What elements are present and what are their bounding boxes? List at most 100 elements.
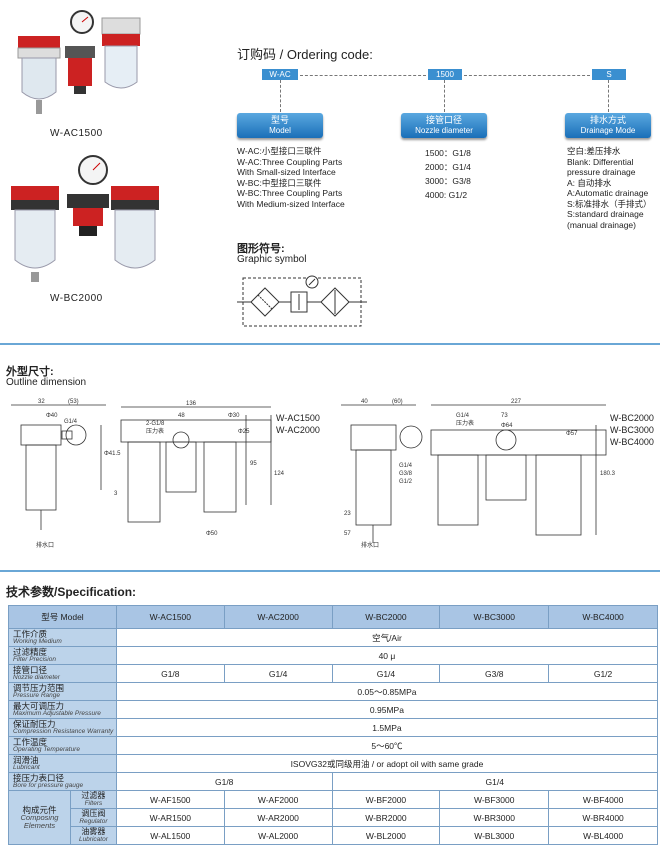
table-cell: W-BF2000 <box>331 790 441 809</box>
table-cell: G1/8 <box>115 664 225 683</box>
table-cell: W-BL4000 <box>548 826 658 845</box>
dim-label: 227 <box>511 399 522 405</box>
sub-label-en: Filters <box>84 799 103 807</box>
table-cell: 0.95MPa <box>115 700 659 719</box>
product-label-ac1500: W-AC1500 <box>50 128 103 139</box>
model-desc-line: W-BC:中型接口三联件 <box>237 177 322 188</box>
drain-header-zh: 排水方式 <box>589 115 626 125</box>
row-label-zh: 最大可调压力 <box>13 700 65 711</box>
table-cell: 5～60℃ <box>115 736 659 755</box>
table-cell: 0.05～0.85MPa <box>115 682 659 701</box>
model-desc-line: With Medium-sized Interface <box>237 198 345 209</box>
table-cell: W-BF3000 <box>439 790 550 809</box>
outline-model-label: W-BC4000 <box>610 437 654 447</box>
dim-label: Φ57 <box>566 431 578 437</box>
table-cell: W-AF1500 <box>115 790 225 809</box>
dim-label: (53) <box>68 399 79 405</box>
spec-header-cell: W-AC2000 <box>223 605 333 629</box>
spec-header-cell: W-AC1500 <box>115 605 225 629</box>
outline-models-left: W-AC1500 W-AC2000 <box>276 412 320 436</box>
spec-table: 型号 Model W-AC1500 W-AC2000 W-BC2000 W-BC… <box>8 605 659 845</box>
dim-label: 排水口 <box>361 541 379 549</box>
dim-label: 48 <box>178 413 185 419</box>
dim-label: 排水口 <box>36 541 54 549</box>
dim-label: (60) <box>392 399 403 405</box>
dim-label: Φ50 <box>206 531 218 537</box>
row-label-zh: 接压力表口径 <box>13 772 65 783</box>
drain-desc-line: A: 自动排水 <box>567 177 612 188</box>
dim-label: 40 <box>361 399 368 405</box>
outline-model-label: W-BC2000 <box>610 413 654 423</box>
dim-label: G1/4 <box>64 419 78 425</box>
table-cell: 1.5MPa <box>115 718 659 737</box>
section-divider-2 <box>0 570 660 572</box>
spec-header-cell: W-BC2000 <box>331 605 441 629</box>
row-label-en: Maximum Adjustable Pressure <box>13 709 101 717</box>
dim-label: 180.3 <box>600 471 616 477</box>
row-label-zh: 保证耐压力 <box>13 718 56 729</box>
sub-label-en: Regulator <box>79 817 108 825</box>
code-model-box: W-AC <box>262 69 298 80</box>
table-cell: G1/4 <box>223 664 333 683</box>
dim-label: G3/8 <box>399 471 413 477</box>
row-label-en: Bore for pressure gauge <box>13 781 84 789</box>
table-cell: ISOVG32或同级用油 / or adopt oil with same gr… <box>115 754 659 773</box>
model-desc-line: With Small-sized Interface <box>237 167 336 177</box>
dim-label: 57 <box>344 531 351 537</box>
table-cell: W-BF4000 <box>548 790 658 809</box>
table-cell: W-BR4000 <box>548 808 658 827</box>
row-label-en: Pressure Range <box>13 691 60 699</box>
drain-header-en: Drainage Mode <box>580 126 636 135</box>
table-cell: W-AF2000 <box>223 790 333 809</box>
connector-drain <box>608 80 609 112</box>
connector-port <box>444 80 445 112</box>
ordering-code-title: 订购码 / Ordering code: <box>237 47 373 62</box>
composing-label-zh: 构成元件 <box>22 804 57 815</box>
outline-model-label: W-AC1500 <box>276 413 320 423</box>
table-cell: 空气/Air <box>115 628 659 647</box>
drain-header: 排水方式 Drainage Mode <box>565 113 651 138</box>
port-desc-line: 4000: G1/2 <box>425 190 468 200</box>
model-header: 型号 Model <box>237 113 323 138</box>
drain-desc-line: 空白:差压排水 <box>567 146 621 156</box>
composing-label-en1: Composing <box>20 812 59 822</box>
port-header: 接管口径 Nozzle diameter <box>401 113 487 138</box>
model-header-zh: 型号 <box>270 115 289 125</box>
table-cell: 40 μ <box>115 646 659 665</box>
dim-label: G1/4 <box>456 413 470 419</box>
spec-header-cell: 型号 Model <box>8 605 117 629</box>
dash-line-2 <box>464 75 590 76</box>
model-desc-line: W-AC:小型接口三联件 <box>237 146 322 156</box>
graphic-symbol-title-en: Graphic symbol <box>237 254 307 265</box>
table-cell: G1/4 <box>331 772 659 791</box>
spec-title: 技术参数/Specification: <box>6 585 137 599</box>
drain-desc-line: Blank: Differential <box>567 156 634 167</box>
drain-desc-line: pressure drainage <box>567 167 636 177</box>
row-label-zh: 接管口径 <box>13 664 48 675</box>
dim-label: 2-G1/8 <box>146 421 165 427</box>
table-cell: W-BR2000 <box>331 808 441 827</box>
graphic-symbol-title-zh: 图形符号: <box>237 243 285 255</box>
table-cell: W-AL2000 <box>223 826 333 845</box>
port-header-en: Nozzle diameter <box>415 126 473 135</box>
table-cell: G1/8 <box>115 772 333 791</box>
outline-model-label: W-AC2000 <box>276 425 320 435</box>
composing-label-en2: Elements <box>23 820 56 830</box>
outline-model-label: W-BC3000 <box>610 425 654 435</box>
dim-label: Φ64 <box>501 423 513 429</box>
dim-label: 73 <box>501 413 508 419</box>
table-cell: W-BL2000 <box>331 826 441 845</box>
model-description: W-AC:小型接口三联件 W-AC:Three Coupling Parts W… <box>237 146 397 209</box>
